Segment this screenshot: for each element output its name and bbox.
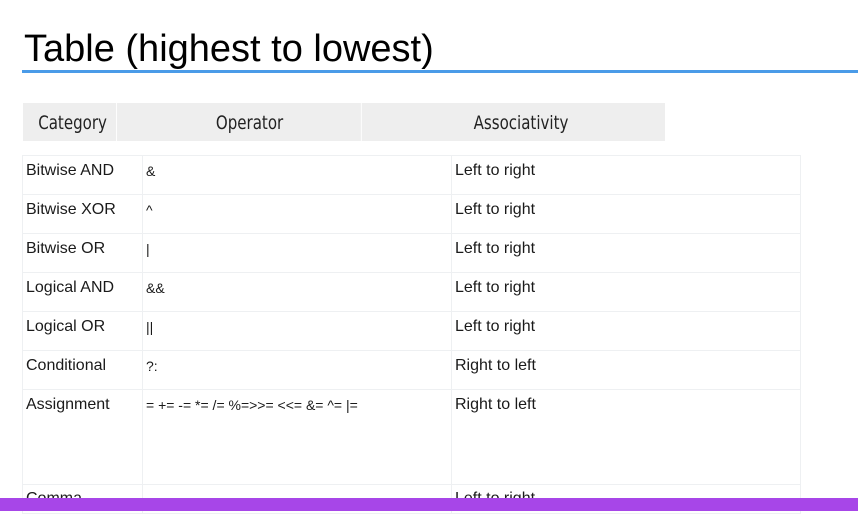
cell-operator: &&	[142, 272, 452, 312]
table-row: Conditional ?: Right to left	[22, 350, 801, 390]
cell-category: Logical OR	[22, 311, 143, 351]
cell-associativity: Right to left	[451, 389, 801, 485]
table-row: Assignment = += -= *= /= %=>>= <<= &= ^=…	[22, 389, 801, 485]
cell-operator: ^	[142, 194, 452, 234]
cell-category: Bitwise XOR	[22, 194, 143, 234]
operator-precedence-table: Bitwise AND & Left to right Bitwise XOR …	[22, 155, 801, 514]
table-row: Logical AND && Left to right	[22, 272, 801, 312]
table-header: Category Operator Associativity	[23, 103, 665, 141]
cell-category: Assignment	[22, 389, 143, 485]
table-row: Bitwise XOR ^ Left to right	[22, 194, 801, 234]
cell-category: Logical AND	[22, 272, 143, 312]
cell-category: Conditional	[22, 350, 143, 390]
cell-associativity: Left to right	[451, 311, 801, 351]
cell-category: Bitwise AND	[22, 155, 143, 195]
table-row: Bitwise AND & Left to right	[22, 155, 801, 195]
cell-associativity: Right to left	[451, 350, 801, 390]
title-underline	[22, 70, 858, 73]
cell-associativity: Left to right	[451, 194, 801, 234]
cell-operator: ||	[142, 311, 452, 351]
header-category: Category	[29, 103, 117, 141]
slide-title: Table (highest to lowest)	[24, 28, 434, 70]
bottom-accent-bar	[0, 498, 858, 511]
cell-operator: = += -= *= /= %=>>= <<= &= ^= |=	[142, 389, 452, 485]
cell-associativity: Left to right	[451, 272, 801, 312]
header-operator: Operator	[138, 103, 362, 141]
cell-operator: ?:	[142, 350, 452, 390]
cell-category: Bitwise OR	[22, 233, 143, 273]
header-associativity: Associativity	[473, 112, 569, 134]
cell-operator: |	[142, 233, 452, 273]
cell-associativity: Left to right	[451, 155, 801, 195]
cell-operator: &	[142, 155, 452, 195]
cell-associativity: Left to right	[451, 233, 801, 273]
table-row: Bitwise OR | Left to right	[22, 233, 801, 273]
table-row: Logical OR || Left to right	[22, 311, 801, 351]
